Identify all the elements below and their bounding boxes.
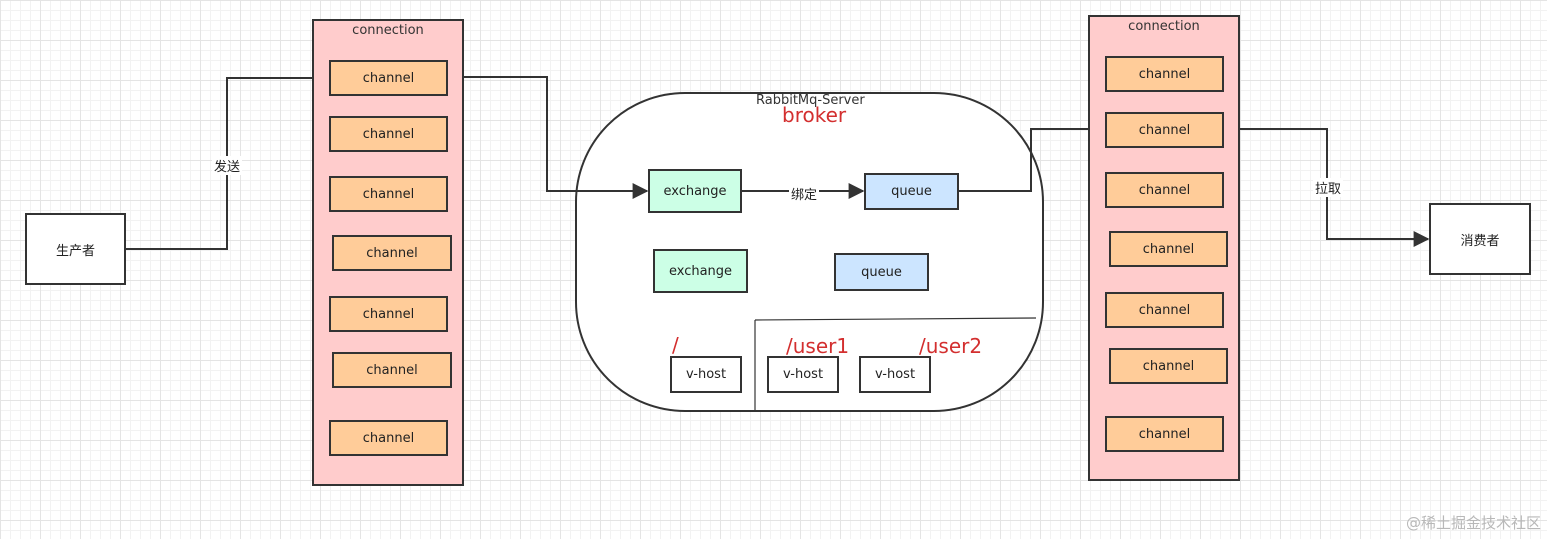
left-channel: channel [332, 235, 452, 271]
broker-title: broker [782, 103, 847, 127]
vhost-root-label: / [672, 333, 679, 357]
left-channel: channel [329, 296, 448, 332]
vhost-node-root: v-host [670, 356, 742, 393]
exchange-node: exchange [648, 169, 742, 213]
vhost-user1-label: /user1 [786, 334, 850, 358]
vhost-node-user2: v-host [859, 356, 931, 393]
vhost-node-user1: v-host [767, 356, 839, 393]
exchange-node-2: exchange [653, 249, 748, 293]
producer-node: 生产者 [25, 213, 126, 285]
right-channel: channel [1105, 56, 1224, 92]
pull-label: 拉取 [1313, 178, 1344, 197]
channel-to-exchange-edge [447, 76, 649, 199]
queue-node-2: queue [834, 253, 929, 291]
right-channel: channel [1105, 292, 1224, 328]
consumer-label: 消费者 [1460, 233, 1500, 249]
left-channel: channel [332, 352, 452, 388]
right-channel: channel [1105, 416, 1224, 452]
vhost-label: v-host [685, 367, 727, 382]
left-channel: channel [329, 60, 448, 96]
queue-to-channel-edge [958, 121, 1105, 192]
vhost-divider-horizontal [754, 317, 1037, 321]
vhost-user2-label: /user2 [919, 334, 983, 358]
left-channel: channel [329, 116, 448, 152]
queue-node: queue [864, 173, 959, 210]
queue-label-2: queue [861, 264, 902, 280]
right-connection-title: connection [1128, 19, 1200, 34]
right-channel: channel [1109, 348, 1228, 384]
queue-label: queue [891, 184, 932, 199]
exchange-label: exchange [663, 183, 727, 199]
send-label: 发送 [212, 156, 243, 175]
right-channel: channel [1109, 231, 1228, 267]
server-label: RabbitMq-Server [756, 93, 865, 108]
left-channel: channel [329, 420, 448, 456]
bind-label: 绑定 [789, 184, 820, 203]
left-channel: channel [329, 176, 448, 212]
consumer-node: 消费者 [1429, 203, 1531, 275]
exchange-label-2: exchange [668, 263, 733, 279]
vhost-label: v-host [874, 367, 916, 382]
watermark: @稀土掘金技术社区 [1405, 514, 1541, 532]
producer-label: 生产者 [55, 243, 95, 259]
right-channel: channel [1105, 172, 1224, 208]
right-channel: channel [1105, 112, 1224, 148]
vhost-label: v-host [782, 367, 824, 382]
left-connection-title: connection [352, 23, 424, 38]
